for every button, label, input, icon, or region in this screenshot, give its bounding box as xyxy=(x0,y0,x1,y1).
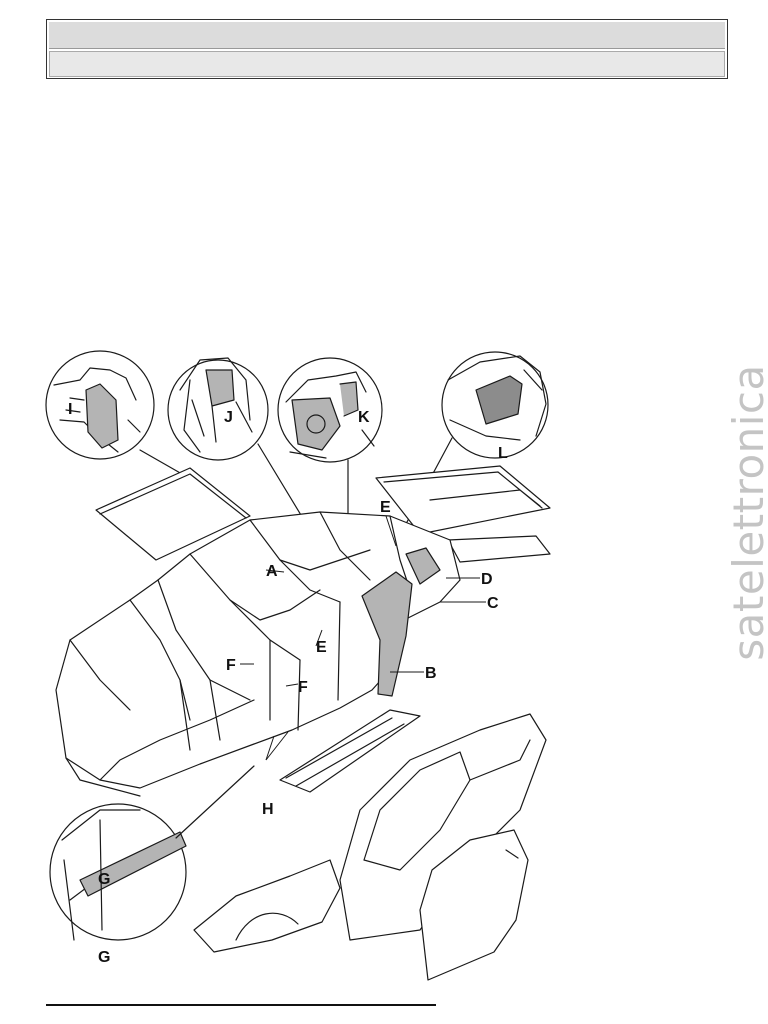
callout-c: C xyxy=(487,595,499,612)
car-body-illustration: A B C D E E F F G G H I J K L xyxy=(40,340,570,985)
roof-panel xyxy=(95,467,251,561)
callout-j: J xyxy=(224,409,233,426)
callout-e-top: E xyxy=(380,499,391,516)
door-panel xyxy=(419,829,529,981)
footer-rule xyxy=(46,1004,436,1006)
callout-i: I xyxy=(68,401,72,418)
detail-circle-k xyxy=(277,357,383,463)
detail-circle-g xyxy=(49,803,187,941)
header-subtitle-bar xyxy=(49,51,725,77)
rear-roof-panel xyxy=(375,465,551,563)
callout-e-lower: E xyxy=(316,639,327,656)
detail-circle-l xyxy=(441,351,549,459)
sill-panel xyxy=(279,709,421,793)
callout-l: L xyxy=(498,445,508,462)
car-body-diagram: A B C D E E F F G G H I J K L xyxy=(45,350,551,981)
side-panel xyxy=(339,713,547,941)
detail-circle-j xyxy=(167,357,269,461)
header-title-bar xyxy=(49,22,725,49)
callout-h: H xyxy=(262,801,274,818)
body-shell xyxy=(55,511,461,797)
highlighted-rear-pillar xyxy=(361,547,441,697)
callout-f-right: F xyxy=(298,679,308,696)
watermark: satelettronica xyxy=(724,362,768,662)
callout-f-left: F xyxy=(226,657,236,674)
callout-d: D xyxy=(481,571,493,588)
callout-b: B xyxy=(425,665,437,682)
callout-g-top: G xyxy=(98,871,110,888)
callout-a: A xyxy=(266,563,278,580)
front-fender xyxy=(193,859,341,953)
detail-circle-i xyxy=(45,350,155,460)
watermark-text: satelettronica xyxy=(723,363,768,661)
callout-g-bottom: G xyxy=(98,949,110,966)
header-box xyxy=(46,19,728,79)
callout-k: K xyxy=(358,409,370,426)
